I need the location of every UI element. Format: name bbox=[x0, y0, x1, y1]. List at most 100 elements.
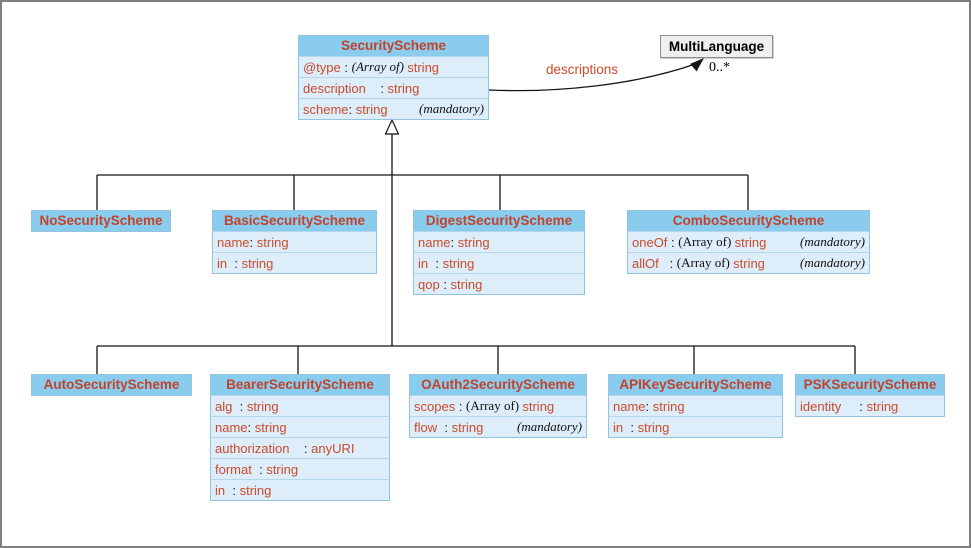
attr-type: string bbox=[407, 59, 440, 75]
attr-row: oneOf : (Array of) string(mandatory) bbox=[628, 231, 869, 252]
attr-separator: : bbox=[289, 440, 312, 456]
attr-name: name bbox=[217, 234, 250, 250]
attr-name: allOf bbox=[632, 255, 659, 271]
attr-type: string bbox=[387, 80, 420, 96]
attr-row: in : string bbox=[213, 252, 376, 273]
attr-type: string bbox=[256, 234, 289, 250]
class-title: BearerSecurityScheme bbox=[211, 375, 389, 395]
attr-type: string bbox=[246, 398, 279, 414]
class-box-oauth2-security-scheme: OAuth2SecurityScheme scopes : (Array of)… bbox=[409, 374, 587, 438]
attr-type: string bbox=[254, 419, 287, 435]
class-box-bearer-security-scheme: BearerSecurityScheme alg : string name: … bbox=[210, 374, 390, 501]
class-box-apikey-security-scheme: APIKeySecurityScheme name: string in : s… bbox=[608, 374, 783, 438]
attr-separator: : bbox=[428, 255, 443, 271]
class-title: SecurityScheme bbox=[299, 36, 488, 56]
attr-type: string bbox=[733, 255, 765, 271]
attr-separator: : bbox=[340, 59, 352, 75]
attr-name: in bbox=[613, 419, 624, 435]
attr-separator: : bbox=[667, 234, 679, 250]
attr-name: name bbox=[613, 398, 646, 414]
attr-name: name bbox=[418, 234, 451, 250]
attr-type: string bbox=[450, 276, 483, 292]
attr-mandatory-note: (mandatory) bbox=[419, 101, 484, 116]
class-title: PSKSecurityScheme bbox=[796, 375, 944, 395]
attr-type: string bbox=[355, 101, 388, 117]
attr-row: in : string bbox=[414, 252, 584, 273]
generalization-arrowhead-icon bbox=[384, 118, 400, 135]
attr-array-note: (Array of) bbox=[676, 255, 734, 270]
attr-name: identity bbox=[800, 398, 842, 414]
attr-row: allOf : (Array of) string (mandatory) bbox=[628, 252, 869, 273]
attr-separator: : bbox=[437, 419, 452, 435]
class-box-no-security-scheme: NoSecurityScheme bbox=[31, 210, 171, 232]
attr-row: authorization : anyURI bbox=[211, 437, 389, 458]
attr-name: oneOf bbox=[632, 234, 668, 250]
attr-type: string bbox=[239, 482, 272, 498]
attr-separator: : bbox=[450, 234, 458, 250]
attr-type: string bbox=[522, 398, 555, 414]
attr-separator: : bbox=[227, 255, 242, 271]
attr-row: name: string bbox=[213, 231, 376, 252]
attr-separator: : bbox=[365, 80, 388, 96]
attr-type: string bbox=[866, 398, 899, 414]
attr-name: in bbox=[418, 255, 429, 271]
attr-row: in : string bbox=[211, 479, 389, 500]
attr-name: in bbox=[217, 255, 228, 271]
association-arrowhead-icon bbox=[690, 58, 704, 72]
class-title: AutoSecurityScheme bbox=[32, 375, 191, 395]
attr-array-note: (Array of) bbox=[466, 398, 523, 413]
attr-name: format bbox=[215, 461, 252, 477]
attr-name: name bbox=[215, 419, 248, 435]
attr-name: alg bbox=[215, 398, 233, 414]
attr-separator: : bbox=[623, 419, 638, 435]
class-box-psk-security-scheme: PSKSecurityScheme identity : string bbox=[795, 374, 945, 417]
class-box-auto-security-scheme: AutoSecurityScheme bbox=[31, 374, 192, 396]
attr-separator: : bbox=[645, 398, 653, 414]
attr-name: flow bbox=[414, 419, 438, 435]
attr-separator: : bbox=[225, 482, 240, 498]
attr-row: in : string bbox=[609, 416, 782, 437]
class-box-digest-security-scheme: DigestSecurityScheme name: string in : s… bbox=[413, 210, 585, 295]
class-box-basic-security-scheme: BasicSecurityScheme name: string in : st… bbox=[212, 210, 377, 274]
attr-type: string bbox=[652, 398, 685, 414]
attr-row: format : string bbox=[211, 458, 389, 479]
attr-mandatory-note: (mandatory) bbox=[800, 255, 865, 270]
attr-row: flow : string (mandatory) bbox=[410, 416, 586, 437]
attr-name: scopes bbox=[414, 398, 456, 414]
attr-mandatory-note: (mandatory) bbox=[517, 419, 582, 434]
attr-type: string bbox=[734, 234, 767, 250]
class-box-multilanguage: MultiLanguage bbox=[660, 35, 773, 58]
attr-name: in bbox=[215, 482, 226, 498]
attr-name: description bbox=[303, 80, 366, 96]
multiplicity-label: 0..* bbox=[709, 60, 730, 75]
attr-type: string bbox=[637, 419, 670, 435]
attr-type: string bbox=[241, 255, 274, 271]
attr-separator: : bbox=[348, 101, 356, 117]
class-title: BasicSecurityScheme bbox=[213, 211, 376, 231]
class-box-security-scheme: SecurityScheme @type : (Array of) string… bbox=[298, 35, 489, 120]
class-title: NoSecurityScheme bbox=[32, 211, 170, 231]
attr-separator: : bbox=[439, 276, 451, 292]
attr-row: description : string bbox=[299, 77, 488, 98]
association-label-descriptions: descriptions bbox=[546, 62, 619, 77]
attr-row: name: string bbox=[211, 416, 389, 437]
attr-name: authorization bbox=[215, 440, 290, 456]
class-title: ComboSecurityScheme bbox=[628, 211, 869, 231]
attr-row: qop : string bbox=[414, 273, 584, 294]
attr-separator: : bbox=[841, 398, 867, 414]
attr-type: string bbox=[451, 419, 484, 435]
attr-name: scheme bbox=[303, 101, 349, 117]
attr-array-note: (Array of) bbox=[678, 234, 735, 249]
class-title: DigestSecurityScheme bbox=[414, 211, 584, 231]
attr-separator: : bbox=[455, 398, 467, 414]
attr-separator: : bbox=[658, 255, 677, 271]
attr-type: string bbox=[457, 234, 490, 250]
attr-row: alg : string bbox=[211, 395, 389, 416]
attr-separator: : bbox=[249, 234, 257, 250]
attr-row: name: string bbox=[414, 231, 584, 252]
attr-type: string bbox=[442, 255, 475, 271]
class-title: OAuth2SecurityScheme bbox=[410, 375, 586, 395]
attr-row: name: string bbox=[609, 395, 782, 416]
attr-row: scopes : (Array of) string bbox=[410, 395, 586, 416]
